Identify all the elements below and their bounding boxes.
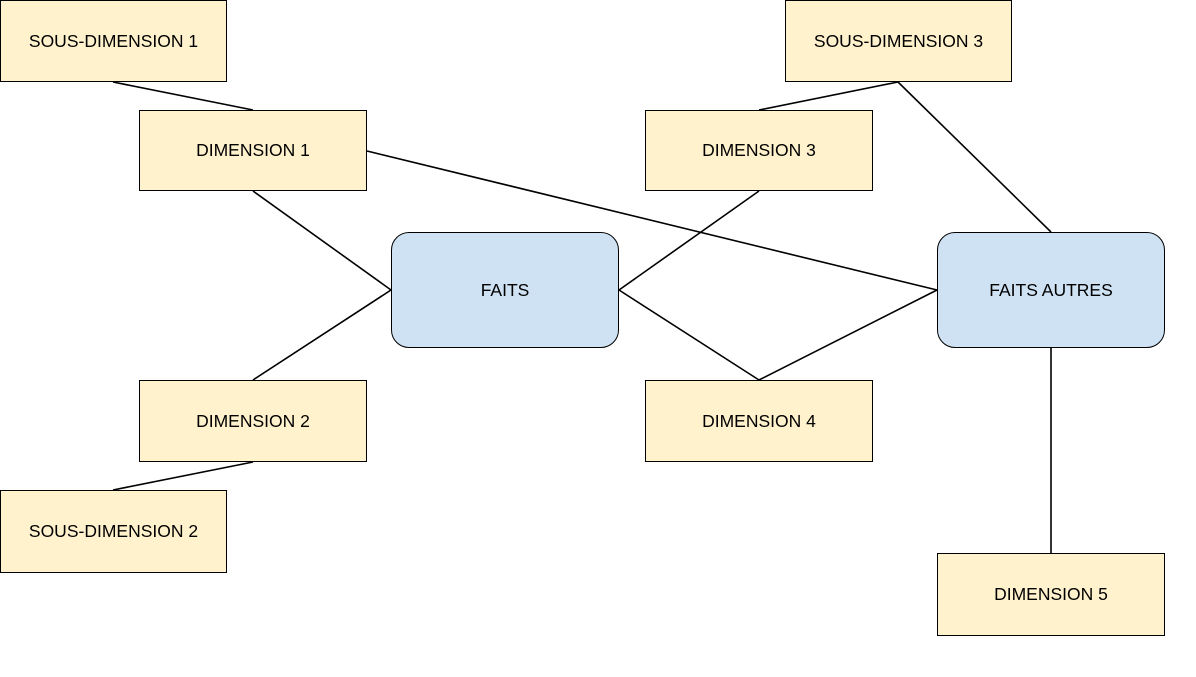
dimension-3-box: DIMENSION 3	[645, 110, 873, 191]
dimension-2-box: DIMENSION 2	[139, 380, 367, 462]
sous-dimension-3-box: SOUS-DIMENSION 3	[785, 0, 1012, 82]
edge-dimension-1-to-faits	[252, 190, 392, 291]
edge-dimension-1-to-faits-autres	[366, 150, 938, 291]
edge-sous-dimension-3-to-dimension-3	[758, 81, 899, 111]
dimension-4-box: DIMENSION 4	[645, 380, 873, 462]
edge-faits-to-dimension-4	[618, 289, 760, 381]
sous-dimension-1-box: SOUS-DIMENSION 1	[0, 0, 227, 82]
edge-faits-to-dimension-2	[252, 289, 392, 381]
edge-sous-dimension-1-to-dimension-1	[112, 81, 254, 111]
dimension-1-box: DIMENSION 1	[139, 110, 367, 191]
faits-autres-box: FAITS AUTRES	[937, 232, 1165, 348]
edge-dimension-2-to-sous-dimension-2	[112, 461, 254, 491]
dimension-5-box: DIMENSION 5	[937, 553, 1165, 636]
edge-dimension-3-to-faits	[618, 190, 760, 291]
faits-box: FAITS	[391, 232, 619, 348]
sous-dimension-2-box: SOUS-DIMENSION 2	[0, 490, 227, 573]
edge-sous-dimension-3-to-faits-autres	[897, 81, 1052, 233]
edge-dimension-4-to-faits-autres	[758, 289, 938, 381]
